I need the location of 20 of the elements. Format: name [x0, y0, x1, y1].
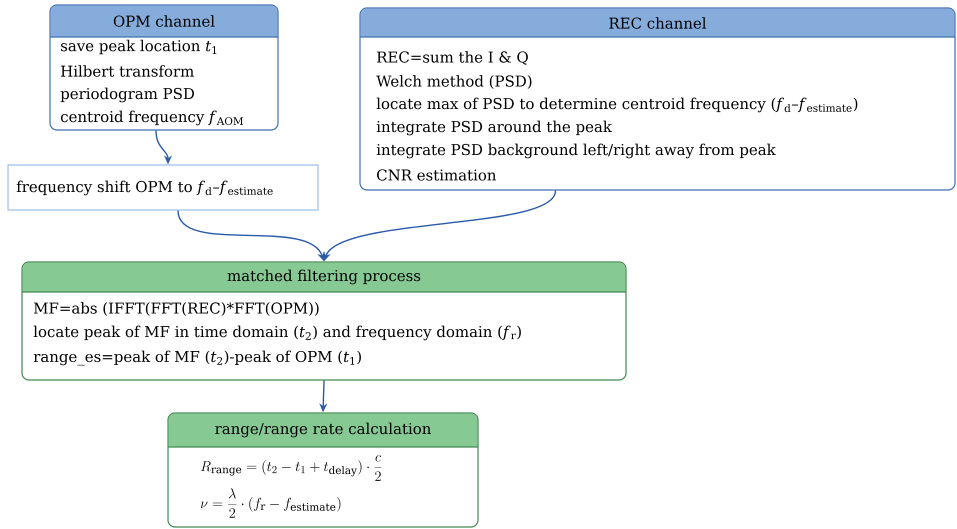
step-text: $R_{\mathrm{range}}=(t_2-t_1+t_{\mathrm{delay}})\cdot\frac{c}{2}$: [200, 454, 382, 481]
header-band: matched filtering process: [22, 262, 626, 293]
step-text: REC=sum the I & Q: [377, 51, 528, 65]
step-text: integrate PSD around the peak: [376, 120, 612, 136]
step-text: CNR estimation: [377, 169, 496, 181]
step-text: Welch method (PSD): [376, 75, 532, 89]
step-text: locate max of PSD to determine centroid frequency (f$_{d}$–f$_{estimate}$): [376, 98, 858, 112]
step-text: integrate PSD background left/right away from peak: [376, 144, 776, 158]
step-text: MF=abs (IFFT(FFT(REC)*FFT(OPM)): [34, 302, 319, 316]
step-text: range_es=peak of MF (t$_{2}$)-peak of OPM (t$_{1}$): [34, 350, 361, 366]
step-text: centroid frequency f$_{AOM}$: [60, 110, 244, 126]
step-text: $\nu=\frac{\lambda}{2}\cdot(f_{\mathrm{r}}-f_{\mathrm{estimate}})$: [200, 488, 340, 518]
step-text: periodogram PSD: [60, 88, 194, 102]
header-band: OPM channel: [50, 6, 278, 38]
header-band: range/range rate calculation: [168, 414, 478, 448]
step-text: locate peak of MF in time domain (t$_{2}$) and frequency domain (f$_{r}$): [34, 326, 521, 340]
step-text: save peak location t$_{1}$: [61, 40, 216, 54]
step-text: Hilbert transform: [61, 65, 194, 77]
step-text: frequency shift OPM to f$_{d}$–f$_{estimate}$: [16, 180, 273, 196]
header-band: REC channel: [360, 8, 955, 38]
